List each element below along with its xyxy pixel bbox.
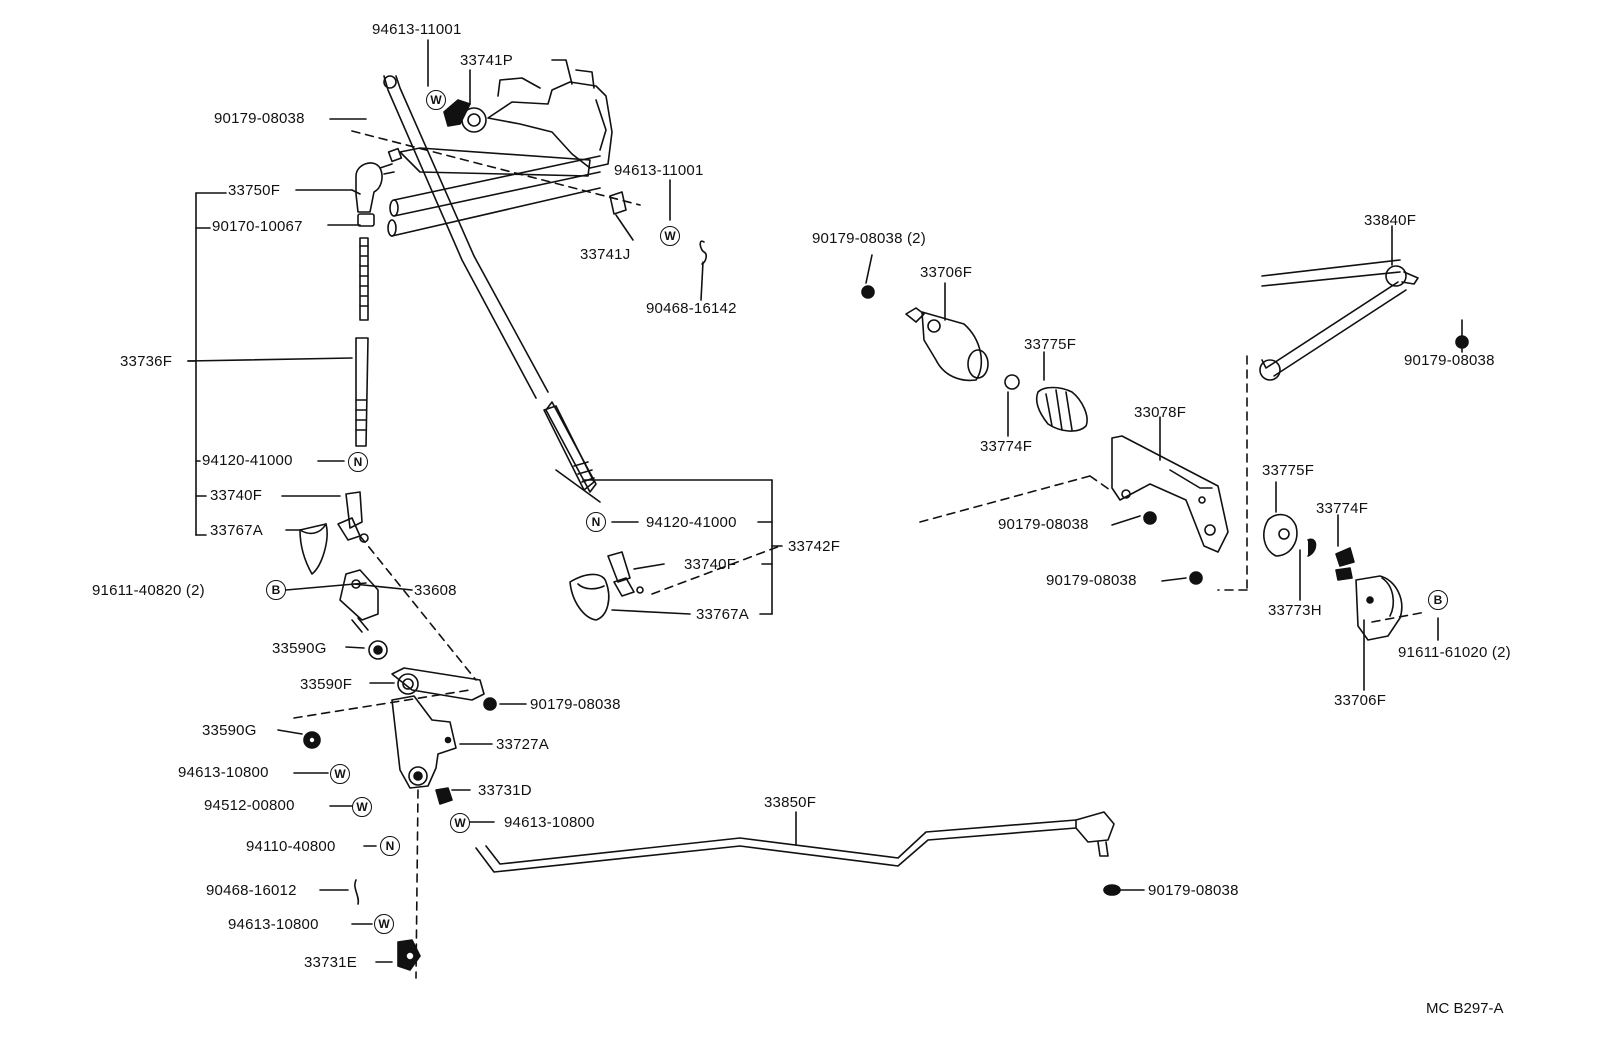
part-label-33775f: 33775F	[1262, 462, 1315, 479]
part-label-33741p: 33741P	[460, 52, 513, 69]
washer-icon: W	[426, 90, 446, 110]
part-label-94120-41000: 94120-41000	[646, 514, 737, 531]
rod-33736f	[355, 162, 395, 447]
part-label-90170-10067: 90170-10067	[212, 218, 303, 235]
rod-33742f	[543, 405, 644, 621]
bracket-33736f	[187, 192, 227, 536]
bracket-33742f	[582, 479, 783, 615]
part-label-94120-41000: 94120-41000	[202, 452, 293, 469]
nut-icon: N	[348, 452, 368, 472]
part-label-33590f: 33590F	[300, 676, 353, 693]
washer-icon: W	[330, 764, 350, 784]
bolt-icon: B	[1428, 590, 1448, 610]
washer-icon: W	[352, 797, 372, 817]
part-label-90179-08038: 90179-08038	[1148, 882, 1239, 899]
part-label-33741j: 33741J	[580, 246, 631, 263]
part-label-33740f: 33740F	[210, 487, 263, 504]
part-label-33850f: 33850F	[764, 794, 817, 811]
nut-icon: N	[380, 836, 400, 856]
part-label-90468-16012: 90468-16012	[206, 882, 297, 899]
part-label-90468-16142: 90468-16142	[646, 300, 737, 317]
part-label-33774f: 33774F	[980, 438, 1033, 455]
part-label-33706f: 33706F	[1334, 692, 1387, 709]
part-label-33731e: 33731E	[304, 954, 357, 971]
part-label-33608: 33608	[414, 582, 457, 599]
part-label-33767a: 33767A	[210, 522, 263, 539]
part-label-33775f: 33775F	[1024, 336, 1077, 353]
part-label-94110-40800: 94110-40800	[246, 838, 336, 855]
part-label-90179-08038: 90179-08038	[1046, 572, 1137, 589]
washer-icon: W	[374, 914, 394, 934]
part-label-91611-61020: 91611-61020 (2)	[1398, 644, 1511, 661]
dashed-lines	[293, 130, 1427, 979]
part-label-33840f: 33840F	[1364, 212, 1417, 229]
leader-lines	[187, 39, 1463, 963]
part-label-33750f: 33750F	[228, 182, 281, 199]
part-label-91611-40820: 91611-40820 (2)	[92, 582, 205, 599]
part-label-90179-08038-2: 90179-08038 (2)	[812, 230, 926, 247]
washer-icon: W	[660, 226, 680, 246]
part-label-33740f: 33740F	[684, 556, 737, 573]
right-assembly	[861, 259, 1469, 641]
part-label-33727a: 33727A	[496, 736, 549, 753]
diagram-reference-code: MC B297-A	[1426, 1000, 1504, 1017]
part-label-94613-11001: 94613-11001	[372, 21, 462, 38]
nut-icon: N	[586, 512, 606, 532]
part-label-33742f: 33742F	[788, 538, 841, 555]
bolt-icon: B	[266, 580, 286, 600]
washer-icon: W	[450, 813, 470, 833]
part-label-94512-00800: 94512-00800	[204, 797, 295, 814]
part-label-33706f: 33706F	[920, 264, 973, 281]
upper-linkage	[383, 59, 707, 503]
part-label-94613-10800: 94613-10800	[228, 916, 319, 933]
part-label-33731d: 33731D	[478, 782, 532, 799]
rod-33850f	[475, 811, 1121, 896]
part-label-33773h: 33773H	[1268, 602, 1322, 619]
part-label-33767a: 33767A	[696, 606, 749, 623]
part-label-33590g: 33590G	[272, 640, 327, 657]
part-label-94613-11001: 94613-11001	[614, 162, 704, 179]
part-label-90179-08038: 90179-08038	[530, 696, 621, 713]
part-label-90179-08038: 90179-08038	[214, 110, 305, 127]
part-label-94613-10800: 94613-10800	[504, 814, 595, 831]
part-label-33078f: 33078F	[1134, 404, 1187, 421]
part-label-33590g: 33590G	[202, 722, 257, 739]
part-label-90179-08038: 90179-08038	[1404, 352, 1495, 369]
part-label-90179-08038: 90179-08038	[998, 516, 1089, 533]
part-label-33736f: 33736F	[120, 353, 173, 370]
lower-left-parts	[299, 491, 497, 971]
part-label-94613-10800: 94613-10800	[178, 764, 269, 781]
part-label-33774f: 33774F	[1316, 500, 1369, 517]
